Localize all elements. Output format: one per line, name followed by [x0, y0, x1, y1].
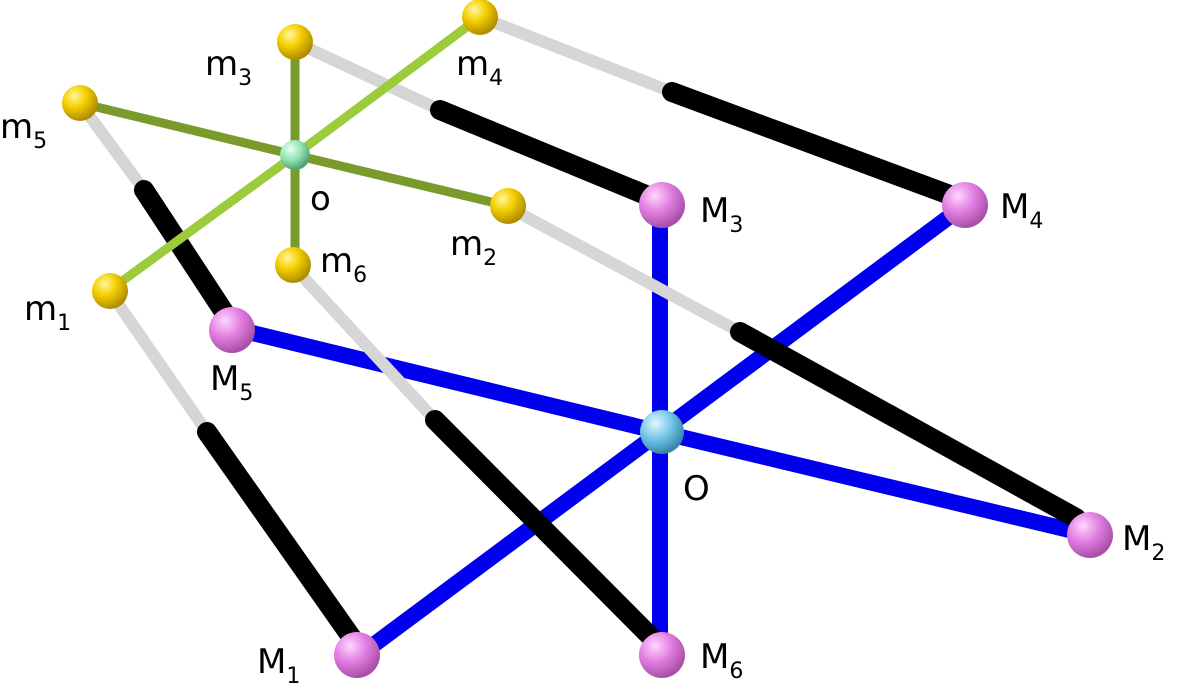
label-M6: M6 [700, 637, 743, 684]
label-m6: m6 [320, 241, 367, 288]
node-M6 [639, 632, 685, 678]
label-o: o [310, 179, 331, 219]
leg-6 [286, 259, 662, 648]
base-spoke-M1 [352, 424, 668, 663]
node-M3 [639, 182, 685, 228]
label-m3: m3 [205, 44, 252, 91]
top-nodes [62, 0, 526, 309]
node-M1 [334, 632, 380, 678]
label-M5: M5 [210, 359, 253, 406]
labels: o O m1 m2 m3 m4 m5 m6 M1 M2 M3 M4 M5 M6 [0, 44, 1165, 689]
node-M4 [942, 182, 988, 228]
top-spoke-m5 [75, 98, 300, 160]
label-M4: M4 [1000, 187, 1043, 234]
label-O: O [683, 469, 710, 509]
top-platform [75, 12, 513, 295]
node-m6 [275, 247, 311, 283]
label-M1: M1 [257, 642, 300, 689]
label-m2: m2 [450, 224, 497, 271]
node-m1 [92, 273, 128, 309]
label-m5: m5 [0, 107, 47, 154]
top-spoke-m1 [105, 150, 300, 295]
label-m4: m4 [456, 44, 503, 91]
label-M2: M2 [1122, 519, 1165, 566]
base-spoke-M5 [224, 320, 668, 440]
base-spoke-M4 [652, 197, 973, 440]
leg-1 [104, 286, 362, 648]
node-m4 [462, 0, 498, 35]
top-spoke-m2 [290, 150, 513, 211]
legs [74, 11, 1086, 648]
node-m5 [62, 85, 98, 121]
node-M2 [1067, 512, 1113, 558]
node-m2 [490, 188, 526, 224]
top-spoke-m4 [290, 12, 485, 160]
leg-2 [502, 201, 1086, 528]
base-spoke-M2 [652, 424, 1098, 543]
label-m1: m1 [24, 289, 71, 336]
node-O [640, 410, 684, 454]
leg-3 [289, 36, 668, 210]
base-platform [224, 197, 1098, 663]
leg-5 [74, 97, 238, 328]
leg-4 [474, 11, 968, 208]
node-o [280, 140, 310, 170]
node-m3 [277, 24, 313, 60]
node-M5 [209, 307, 255, 353]
base-nodes [209, 182, 1113, 678]
label-M3: M3 [700, 191, 743, 238]
